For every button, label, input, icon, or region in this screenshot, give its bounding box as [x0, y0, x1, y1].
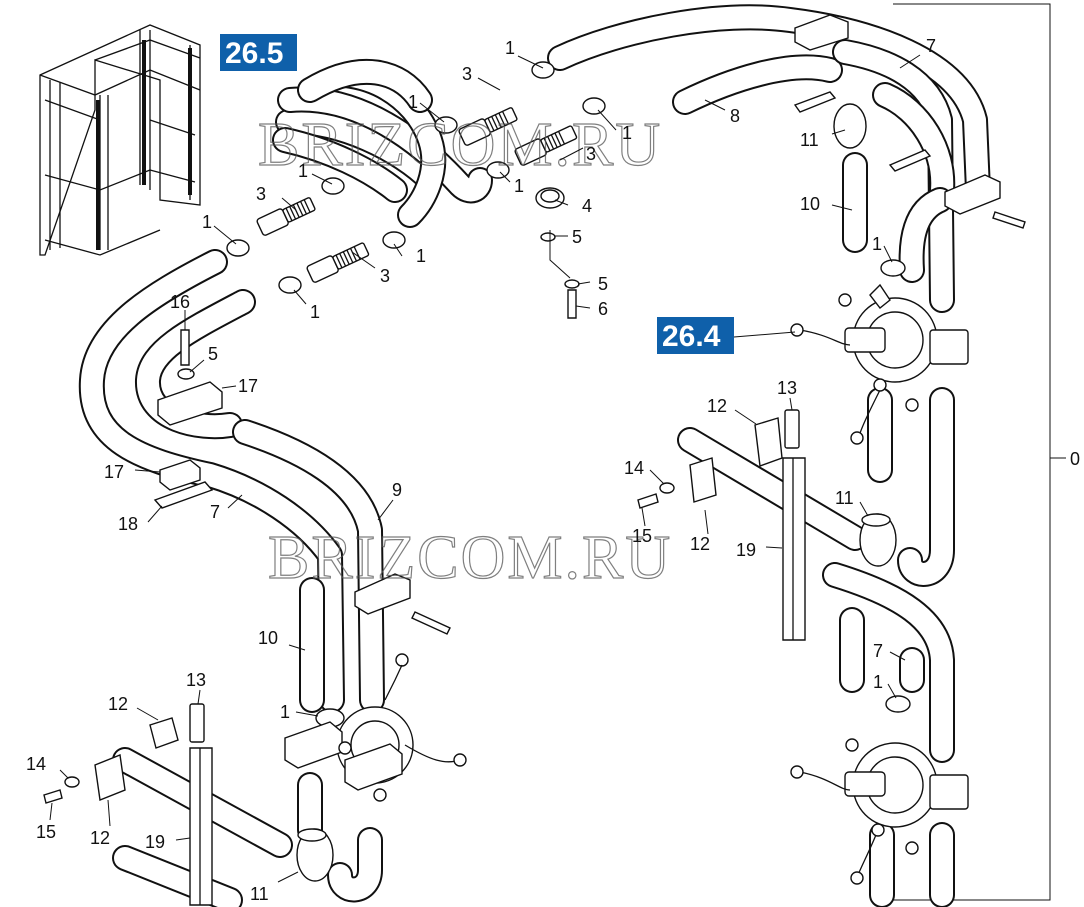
callout-12: 12 — [90, 828, 110, 848]
valve-assemblies — [284, 283, 969, 885]
callout-6: 6 — [598, 299, 608, 319]
callout-15: 15 — [632, 526, 652, 546]
reference-badge-26-4[interactable]: 26.4 — [657, 317, 796, 354]
callout-1: 1 — [280, 702, 290, 722]
callout-7: 7 — [210, 502, 220, 522]
callout-7: 7 — [873, 641, 883, 661]
callout-12: 12 — [707, 396, 727, 416]
callout-19: 19 — [145, 832, 165, 852]
svg-text:26.5: 26.5 — [225, 37, 283, 70]
reference-badge-26-5[interactable]: 26.5 — [220, 34, 297, 71]
callout-5: 5 — [598, 274, 608, 294]
callout-1: 1 — [872, 234, 882, 254]
callout-15: 15 — [36, 822, 56, 842]
hoses — [78, 4, 991, 907]
callout-10: 10 — [800, 194, 820, 214]
callout-13: 13 — [777, 378, 797, 398]
fittings — [43, 14, 1026, 906]
callout-12: 12 — [690, 534, 710, 554]
callout-13: 13 — [186, 670, 206, 690]
callout-11: 11 — [835, 488, 854, 508]
callout-16: 16 — [170, 292, 190, 312]
callout-19: 19 — [736, 540, 756, 560]
callout-4: 4 — [582, 196, 592, 216]
callout-14: 14 — [26, 754, 46, 774]
callout-5: 5 — [208, 344, 218, 364]
callout-1: 1 — [622, 123, 632, 143]
callout-1: 1 — [202, 212, 212, 232]
watermark-middle: BRIZCOM.RU — [268, 524, 672, 592]
callout-3: 3 — [462, 64, 472, 84]
callout-1: 1 — [873, 672, 883, 692]
callout-3: 3 — [256, 184, 266, 204]
callout-8: 8 — [730, 106, 740, 126]
callout-11: 11 — [800, 130, 819, 150]
callout-1: 1 — [505, 38, 515, 58]
callout-labels: 1 3 1 1 3 1 1 3 1 1 3 1 8 7 11 10 1 4 5 … — [26, 36, 1080, 904]
callout-5: 5 — [572, 227, 582, 247]
callout-18: 18 — [118, 514, 138, 534]
callout-17: 17 — [104, 462, 124, 482]
callout-14: 14 — [624, 458, 644, 478]
callout-3: 3 — [380, 266, 390, 286]
callout-17: 17 — [238, 376, 258, 396]
callout-3: 3 — [586, 144, 596, 164]
callout-7: 7 — [926, 36, 936, 56]
callout-1: 1 — [310, 302, 320, 322]
frame-thumbnail — [39, 24, 201, 256]
callout-12: 12 — [108, 694, 128, 714]
callout-0: 0 — [1070, 449, 1080, 469]
callout-9: 9 — [392, 480, 402, 500]
callout-10: 10 — [258, 628, 278, 648]
callout-1: 1 — [408, 92, 418, 112]
leader-lines — [49, 54, 921, 883]
callout-1: 1 — [514, 176, 524, 196]
svg-text:26.4: 26.4 — [662, 320, 721, 353]
callout-1: 1 — [416, 246, 426, 266]
callout-1: 1 — [298, 161, 308, 181]
assembly-bracket — [893, 3, 1066, 901]
callout-11: 11 — [250, 884, 269, 904]
watermark-top: BRIZCOM.RU — [258, 111, 662, 179]
